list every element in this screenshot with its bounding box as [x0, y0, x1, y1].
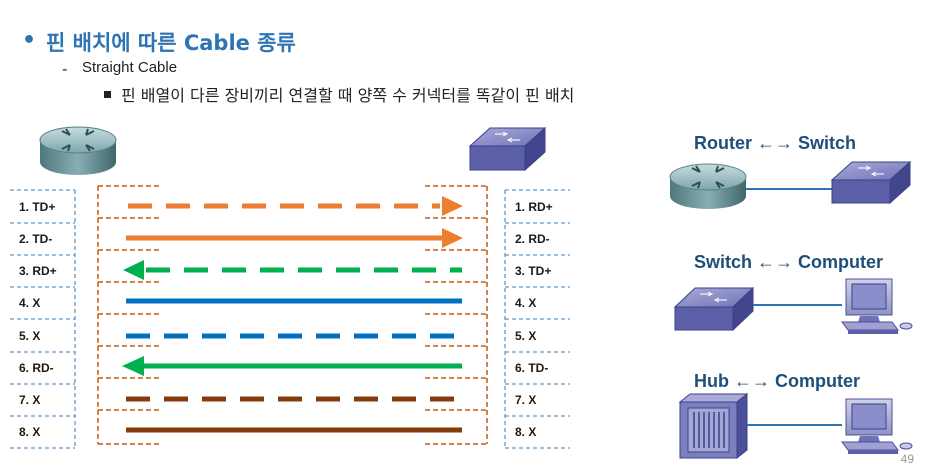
left-pin-label: 6. RD- [19, 361, 54, 375]
page-number: 49 [901, 452, 914, 466]
right-pin-label: 8. X [515, 425, 536, 439]
switch-icon [832, 162, 910, 203]
router-icon [40, 127, 116, 175]
left-pin-label: 5. X [19, 329, 40, 343]
wire-6 [122, 356, 462, 376]
wire-2 [126, 228, 463, 248]
right-pin-label: 6. TD- [515, 361, 548, 375]
connection-label: Hub ←→ Computer [694, 371, 860, 392]
right-pin-label: 3. TD+ [515, 264, 551, 278]
left-pin-label: 8. X [19, 425, 40, 439]
connection-label: Router ←→ Switch [694, 133, 856, 154]
computer-icon [842, 399, 912, 454]
wire-1 [128, 196, 463, 216]
left-pin-label: 1. TD+ [19, 200, 55, 214]
hub-icon [680, 394, 747, 458]
right-pin-label: 7. X [515, 393, 536, 407]
switch-icon [675, 288, 753, 330]
left-pin-label: 7. X [19, 393, 40, 407]
computer-icon [842, 279, 912, 334]
router-icon [670, 164, 746, 209]
right-connector [425, 186, 487, 444]
switch-icon [470, 128, 545, 170]
left-pin-label: 2. TD- [19, 232, 52, 246]
left-pin-label: 4. X [19, 296, 40, 310]
right-pin-boxes [505, 190, 570, 448]
right-pin-label: 4. X [515, 296, 536, 310]
right-pin-label: 5. X [515, 329, 536, 343]
left-connector [98, 186, 160, 444]
left-pin-label: 3. RD+ [19, 264, 57, 278]
connection-label: Switch ←→ Computer [694, 252, 883, 273]
left-pin-boxes [10, 190, 75, 448]
wire-3 [123, 260, 462, 280]
right-pin-label: 2. RD- [515, 232, 550, 246]
right-pin-label: 1. RD+ [515, 200, 553, 214]
